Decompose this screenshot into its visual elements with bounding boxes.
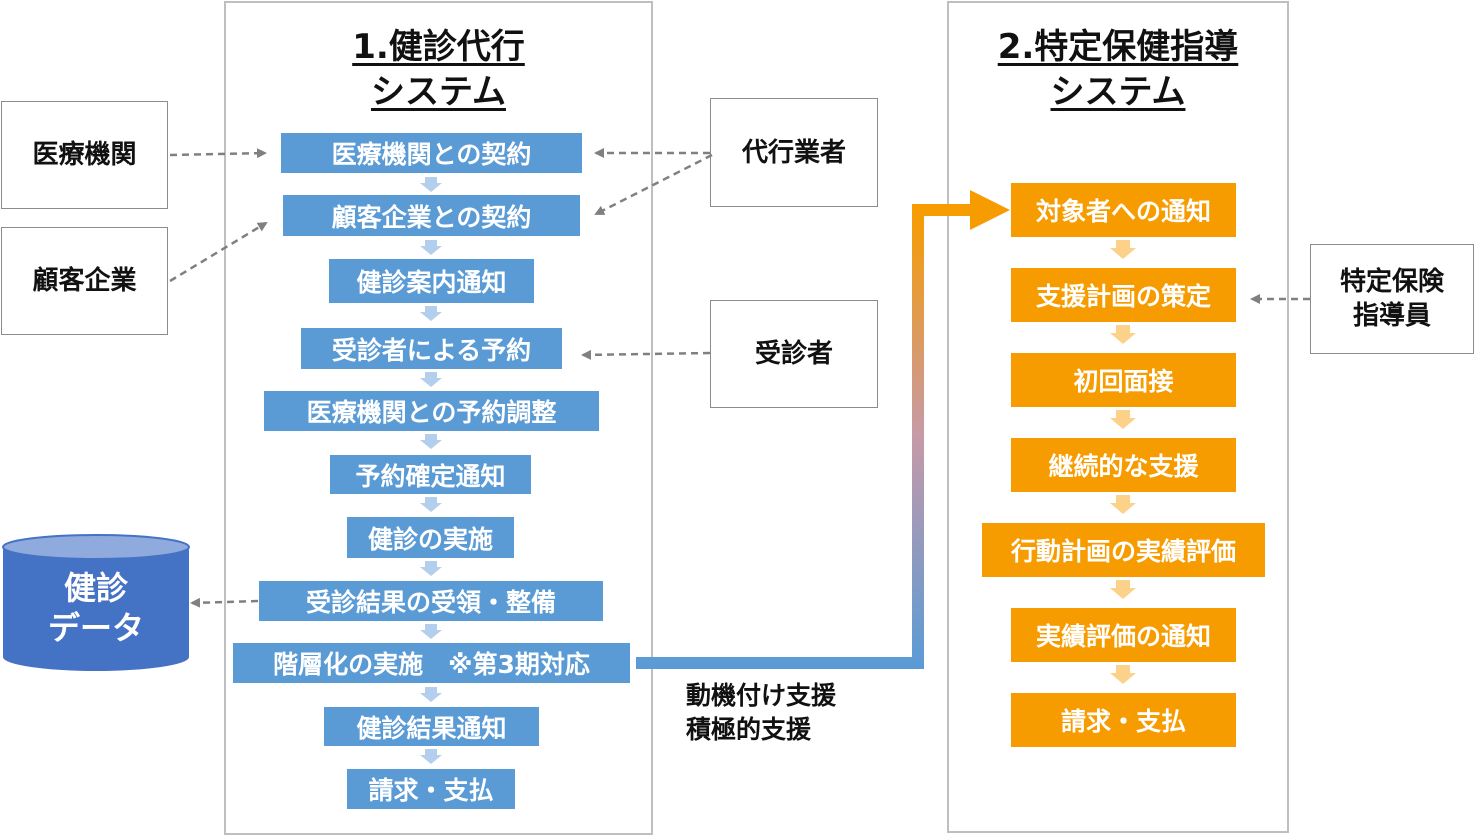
s2-step-support-plan: 支援計画の策定 xyxy=(1011,268,1236,322)
s1-step-reservation-adjust: 医療機関との予約調整 xyxy=(264,391,599,431)
s1-step-checkup-exec: 健診の実施 xyxy=(347,517,514,558)
system1-step-arrows xyxy=(420,177,442,764)
s2-step-continuous-support: 継続的な支援 xyxy=(1011,438,1236,492)
connector-label: 動機付け支援 積極的支援 xyxy=(686,681,837,744)
arrow-medical-to-contract xyxy=(169,148,267,159)
s1-step-client-contract: 顧客企業との契約 xyxy=(283,195,580,236)
arrow-result-to-database xyxy=(190,597,259,608)
database-cylinder xyxy=(2,534,190,671)
actor-health-instructor: 特定保険 指導員 xyxy=(1310,244,1474,354)
actor-medical-institution: 医療機関 xyxy=(1,101,168,209)
s2-step-billing: 請求・支払 xyxy=(1011,693,1236,747)
s2-step-evaluation-notice: 実績評価の通知 xyxy=(1011,608,1236,662)
s1-step-result-receive: 受診結果の受領・整備 xyxy=(259,581,603,621)
actor-agent: 代行業者 xyxy=(710,98,878,207)
s1-step-result-notice: 健診結果通知 xyxy=(324,707,539,746)
s1-step-medical-contract: 医療機関との契約 xyxy=(281,133,582,173)
system1-title: 1.健診代行 システム xyxy=(352,27,525,112)
dashed-arrows xyxy=(169,148,1310,608)
system2-title: 2.特定保健指導 システム xyxy=(997,27,1239,112)
arrow-agent-to-contract2 xyxy=(594,153,713,216)
s2-step-initial-interview: 初回面接 xyxy=(1011,353,1236,407)
s2-step-target-notice: 対象者への通知 xyxy=(1011,183,1236,237)
database-label: 健診 データ xyxy=(47,569,144,647)
s1-step-stratification: 階層化の実施 ※第3期対応 xyxy=(233,643,630,683)
arrow-client-to-contract xyxy=(169,221,268,283)
system2-step-arrows xyxy=(1110,240,1136,684)
s1-step-examinee-reservation: 受診者による予約 xyxy=(301,328,562,369)
actor-client-company: 顧客企業 xyxy=(1,227,168,335)
arrow-examinee-to-reservation xyxy=(581,349,711,360)
actor-examinee: 受診者 xyxy=(710,300,878,408)
stratification-connector xyxy=(636,190,1010,669)
s1-step-billing: 請求・支払 xyxy=(347,769,515,809)
s1-step-checkup-notice: 健診案内通知 xyxy=(329,259,534,303)
s1-step-reservation-confirm: 予約確定通知 xyxy=(330,455,531,494)
s2-step-plan-evaluation: 行動計画の実績評価 xyxy=(982,523,1265,577)
